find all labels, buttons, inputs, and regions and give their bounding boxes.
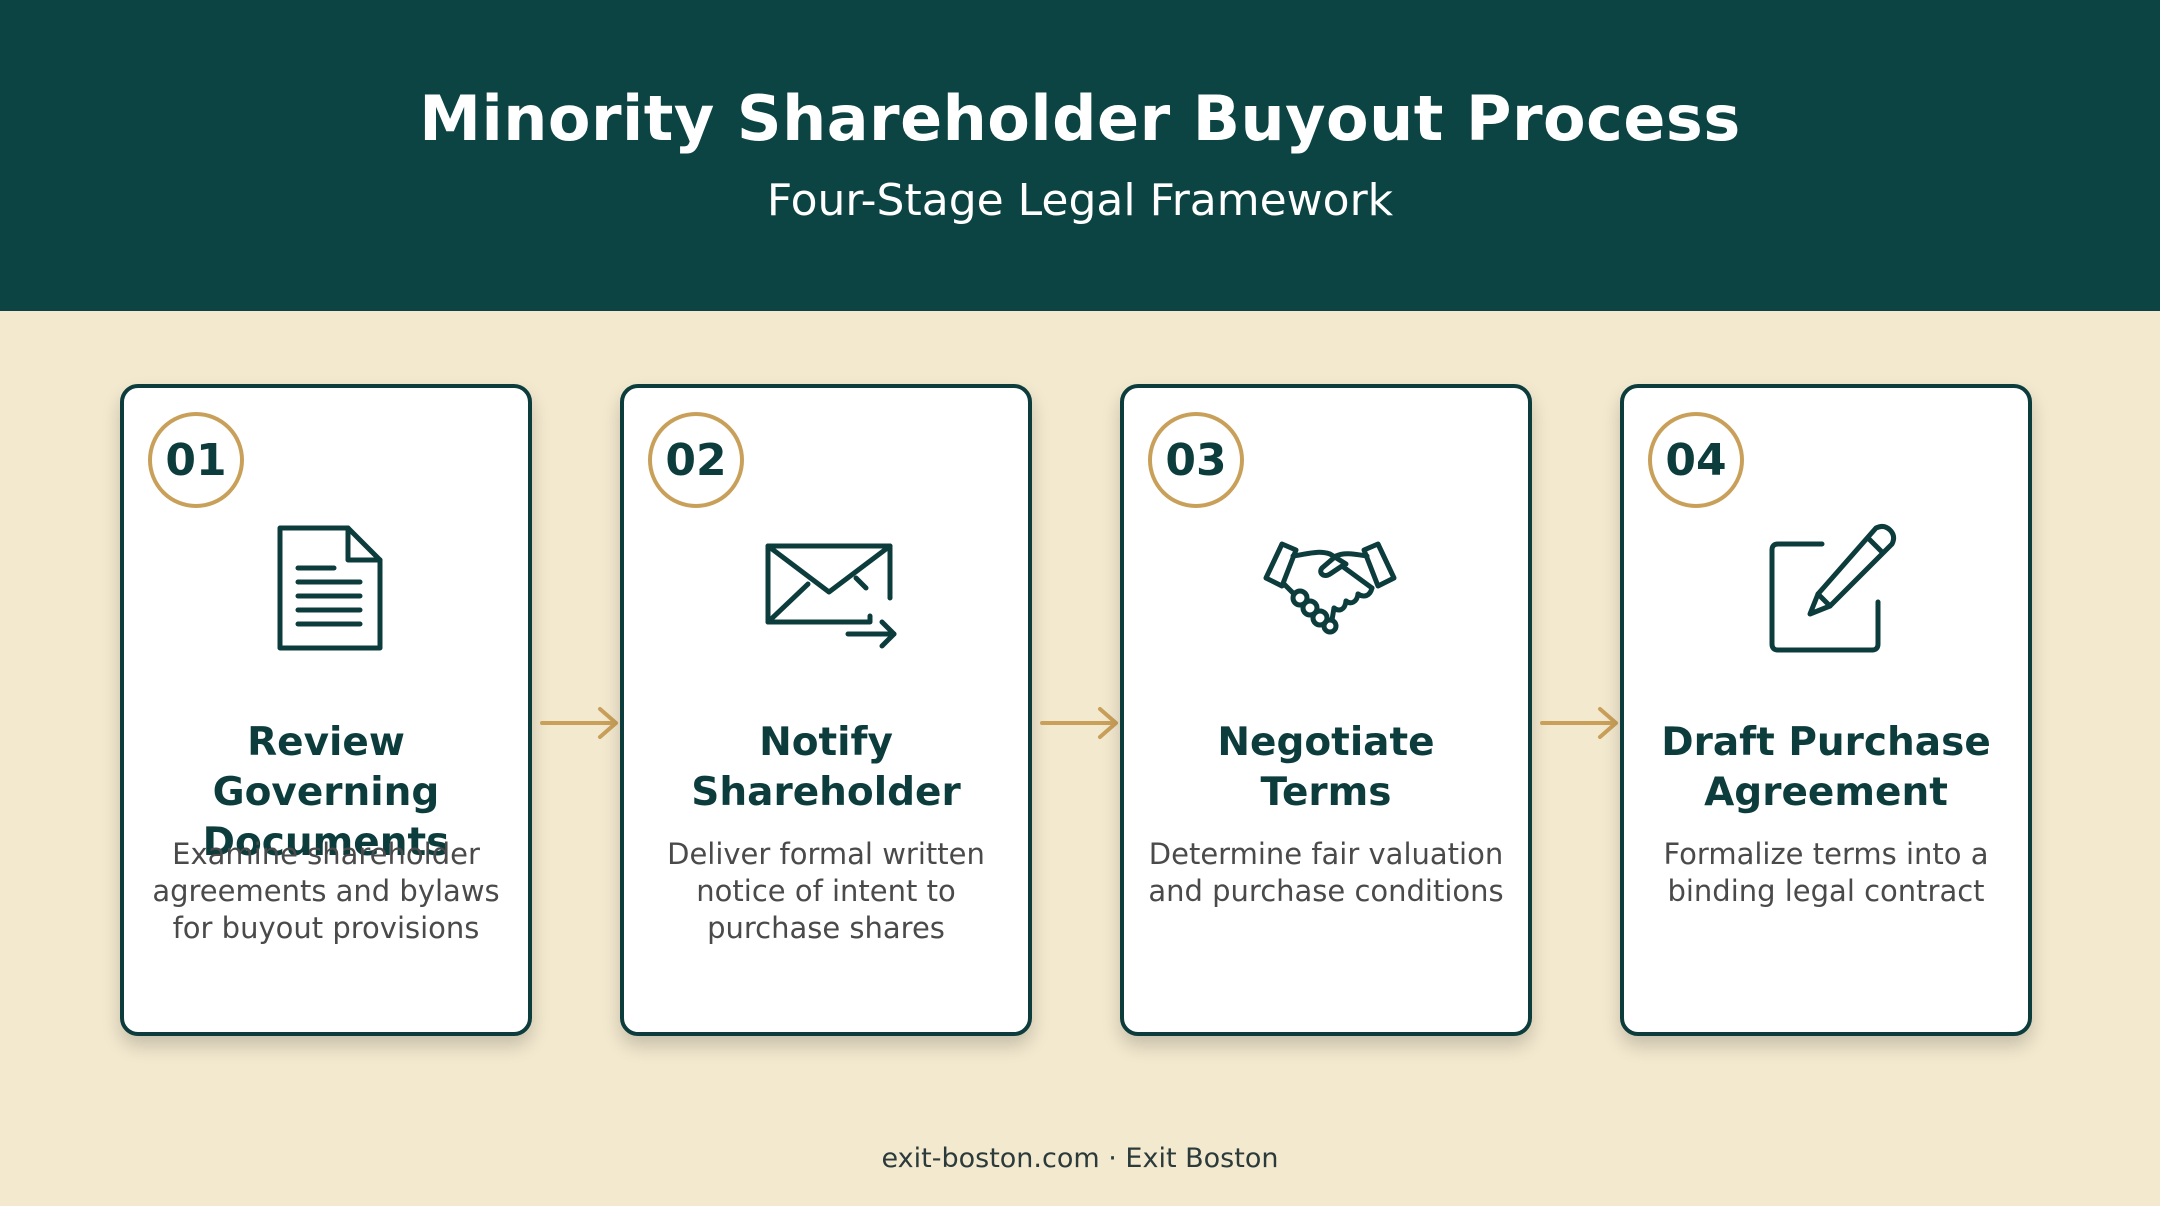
flow-arrow-icon [540,707,618,739]
footer-credit: exit-boston.com · Exit Boston [881,1143,1279,1174]
step-card-1: 01 Review Governing Documents Examine sh… [120,384,532,1036]
sign-document-icon [1769,523,1897,653]
page-title: Minority Shareholder Buyout Process [419,82,1741,155]
step-description: Examine shareholder agreements and bylaw… [152,837,500,945]
step-title: Draft Purchase Agreement [1661,720,1991,815]
step-card-4: 04 Draft Purchase Agreement Formalize te… [1620,384,2032,1036]
step-number-badge: 01 [148,412,244,508]
step-description: Formalize terms into a binding legal con… [1663,837,1989,908]
envelope-send-icon [765,543,897,649]
flow-arrow-icon [1540,707,1618,739]
step-title: Review Governing Documents [202,720,450,865]
document-icon [277,525,383,651]
page-subtitle: Four-Stage Legal Framework [766,175,1394,226]
step-number-badge: 04 [1648,412,1744,508]
step-card-3: 03 Negotiate Terms Determine fair valuat… [1120,384,1532,1036]
step-description: Determine fair valuation and purchase co… [1148,837,1504,908]
header-banner: Minority Shareholder Buyout Process Four… [0,0,2160,311]
step-number-badge: 03 [1148,412,1244,508]
step-number-badge: 02 [648,412,744,508]
handshake-icon [1263,541,1397,635]
step-description: Deliver formal written notice of intent … [667,837,985,945]
flow-arrow-icon [1040,707,1118,739]
step-title: Negotiate Terms [1217,720,1435,815]
step-title: Notify Shareholder [691,720,961,815]
step-card-2: 02 Notify Shareholder Deliver formal wri… [620,384,1032,1036]
